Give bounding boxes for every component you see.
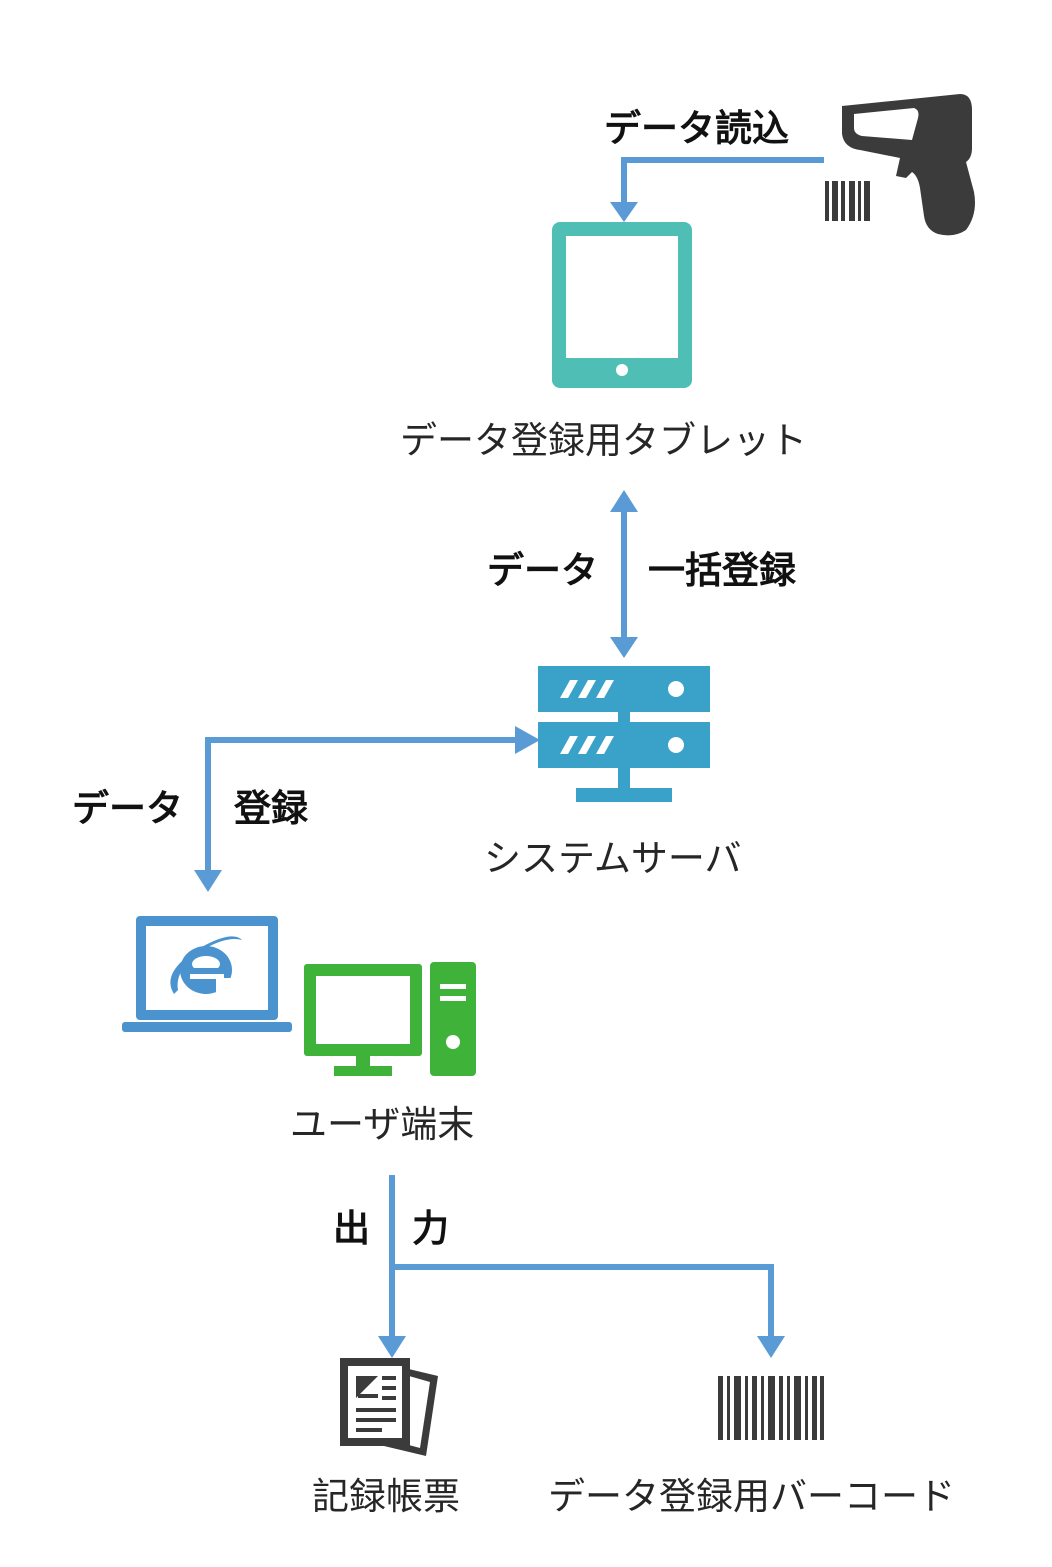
register-connector [205, 737, 520, 875]
arrowhead-tablet [610, 202, 638, 222]
output-edge-label-right: 力 [412, 1207, 449, 1250]
barcode-label: データ登録用バーコード [548, 1475, 955, 1518]
arrowhead-tablet-up [610, 490, 638, 512]
register-edge-label-left: データ [72, 787, 183, 830]
arrowhead-ledger [378, 1336, 406, 1358]
user-terminal-label: ユーザ端末 [290, 1103, 475, 1146]
barcode-icon [718, 1376, 824, 1440]
ledger-label: 記録帳票 [312, 1475, 460, 1518]
scan-connector [621, 157, 824, 205]
arrowhead-user [194, 870, 222, 892]
barcode-scanner-icon [825, 94, 975, 236]
arrowhead-server-left [515, 726, 540, 754]
server-label: システムサーバ [484, 837, 742, 880]
bulk-edge-label-right: 一括登録 [648, 549, 796, 592]
arrowhead-server-down [610, 637, 638, 658]
tablet-label: データ登録用タブレット [400, 419, 807, 462]
desktop-pc-icon [304, 962, 476, 1076]
bulk-edge-label-left: データ [487, 549, 598, 592]
output-connector-branch [392, 1264, 774, 1345]
document-icon [340, 1358, 438, 1456]
output-edge-label-left: 出 [333, 1207, 370, 1250]
server-icon [538, 666, 710, 802]
tablet-icon [552, 222, 692, 388]
scan-edge-label: データ読込 [604, 107, 789, 150]
arrowhead-barcode [757, 1336, 785, 1358]
register-edge-label-right: 登録 [234, 787, 308, 830]
laptop-browser-icon [122, 916, 292, 1032]
